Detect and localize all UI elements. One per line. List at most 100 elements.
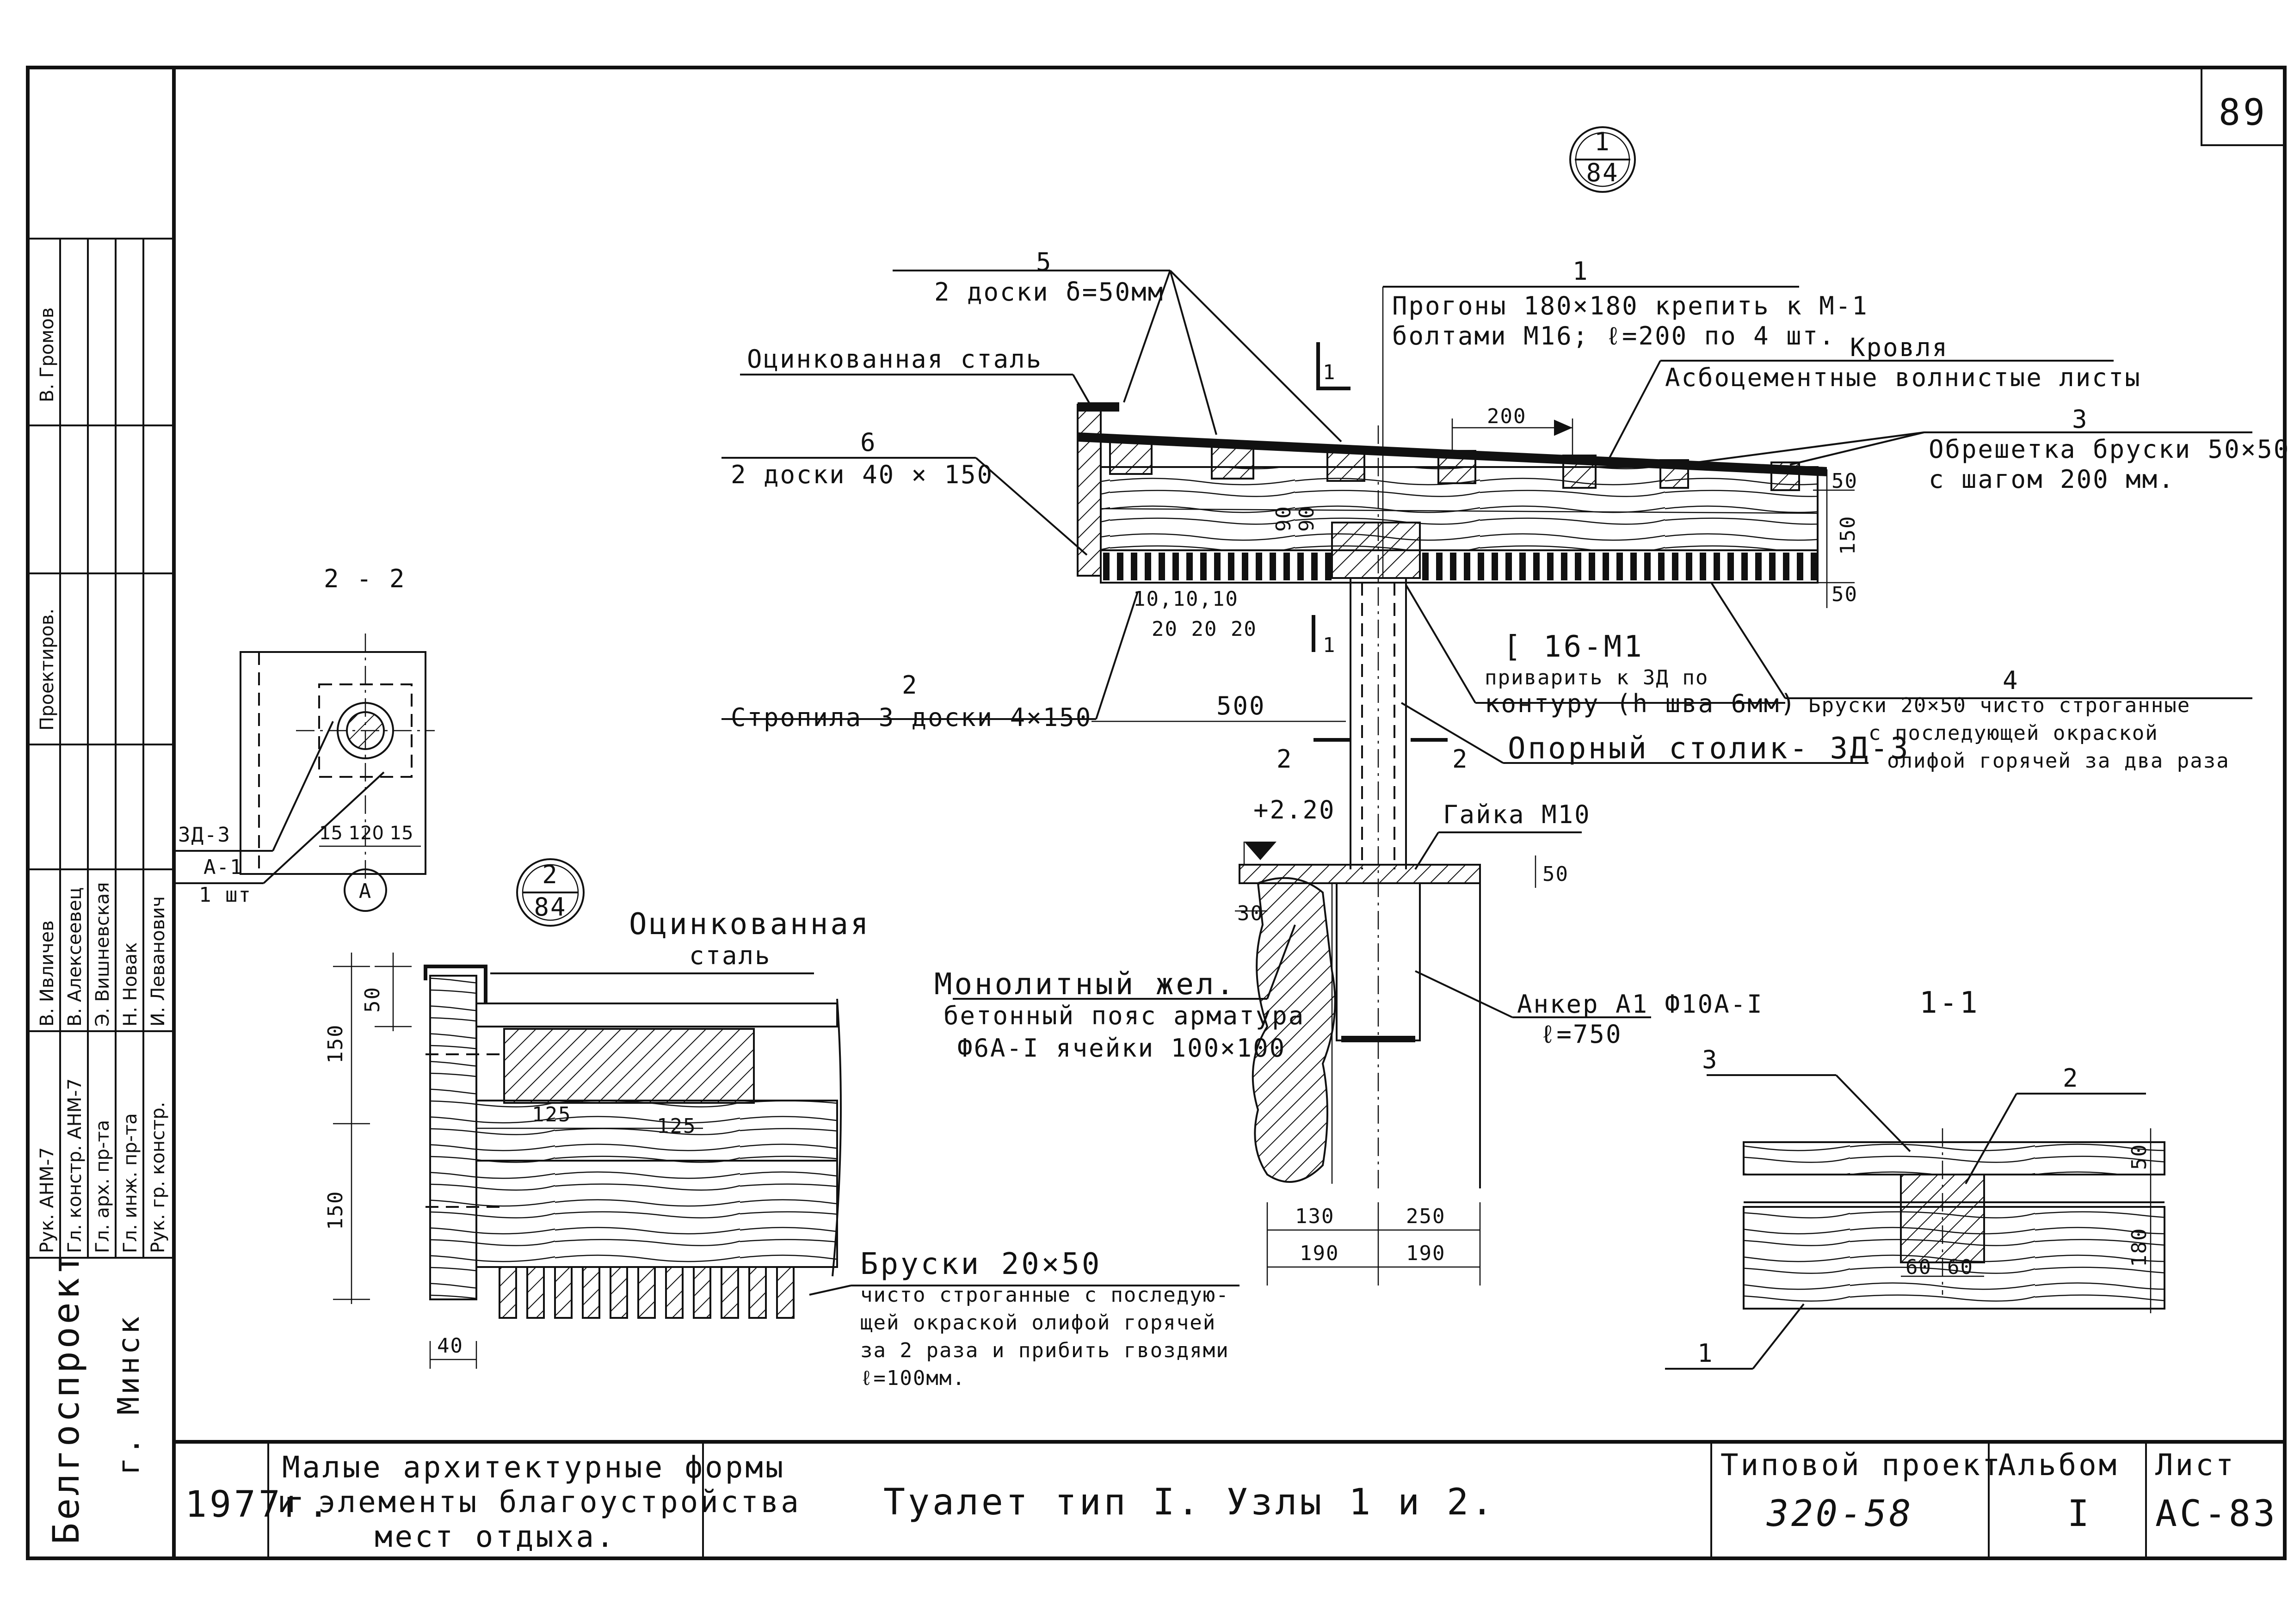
roof-title: Кровля <box>1850 333 1949 362</box>
section-1-1-detail <box>1665 1074 2165 1370</box>
node2-dim-125-b: 125 <box>657 1114 696 1138</box>
callout-4-text-a: Бруски 20×50 чисто строганные <box>1808 694 2190 717</box>
finish-strip <box>1741 553 1748 580</box>
stamp-name-5: И. Леванович <box>148 896 169 1027</box>
dim-200: 200 <box>1487 405 1526 428</box>
stamp-designed-role: Проектиров. <box>37 609 58 731</box>
node1-marker-num: 1 <box>1594 127 1611 156</box>
section-2-2-zd3: ЗД-3 <box>178 823 231 847</box>
finish-bar <box>554 1266 573 1319</box>
belt-text-a: Монолитный жел. <box>934 967 1236 1002</box>
finish-strip <box>1478 553 1484 580</box>
stamp-role-3: Гл. арх. пр-та <box>92 1120 113 1253</box>
section-2-2-title: 2 - 2 <box>324 564 406 593</box>
section-2-2-qty: 1 шт <box>199 883 252 907</box>
stamp-city: г. Минск <box>112 1314 146 1475</box>
dim-130: 130 <box>1295 1205 1334 1228</box>
section-mark-1-top: 1 <box>1323 361 1336 384</box>
callout-3-num: 3 <box>2072 405 2089 434</box>
section-1-1-dim-50: 50 <box>2128 1144 2151 1170</box>
stamp-role-4: Гл. инж. пр-та <box>120 1113 141 1253</box>
title-series-line-2: и элементы благоустройства <box>278 1485 801 1519</box>
belt-text-b: бетонный пояс арматура <box>944 1001 1305 1030</box>
callout-1-num: 1 <box>1572 257 1589 286</box>
dim-150: 150 <box>1836 516 1860 555</box>
node2-dim-50: 50 <box>361 986 384 1013</box>
finish-bar <box>582 1266 600 1319</box>
finish-bar <box>776 1266 795 1319</box>
support-table-label: Опорный столик- ЗД-3 <box>1508 732 1911 766</box>
finish-strip <box>1644 553 1651 580</box>
section-1-1-num-2: 2 <box>2063 1064 2079 1093</box>
dim-50-top: 50 <box>1832 469 1858 493</box>
node2-bars-line-c: за 2 раза и прибить гвоздями <box>860 1339 1229 1362</box>
stamp-organization: Белгоспроект <box>46 1250 87 1544</box>
title-series-line-3: мест отдыха. <box>375 1520 616 1554</box>
finish-strip <box>1159 553 1165 580</box>
finish-bar <box>610 1266 628 1319</box>
finish-strip <box>1131 553 1137 580</box>
finish-strip <box>1561 553 1567 580</box>
finish-strip <box>1700 553 1706 580</box>
finish-strip <box>1256 553 1262 580</box>
finish-strip <box>1755 553 1762 580</box>
dim-20-20-20: 20 20 20 <box>1152 617 1257 641</box>
finish-strip <box>1200 553 1207 580</box>
node2-galv-b: сталь <box>689 941 771 970</box>
finish-strip <box>1297 553 1304 580</box>
finish-strip <box>1242 553 1248 580</box>
finish-bar <box>665 1266 684 1319</box>
section-2-2-detail <box>176 634 435 912</box>
finish-strip <box>1117 553 1123 580</box>
callout-4-text-b: с последующей окраской <box>1868 721 2158 745</box>
finish-strip <box>1436 553 1443 580</box>
node2-bars-line-d: ℓ=100мм. <box>860 1366 966 1390</box>
stamp-name-4: Н. Новак <box>120 942 141 1027</box>
node1-marker-sheet: 84 <box>1586 158 1619 187</box>
channel-text-a: приварить к ЗД по <box>1485 666 1708 689</box>
finish-strip <box>1172 553 1179 580</box>
belt-text-c: Ф6А-I ячейки 100×100 <box>957 1033 1286 1063</box>
channel-title: [ 16-М1 <box>1503 630 1644 664</box>
callout-5-text: 2 доски δ=50мм <box>934 277 1164 307</box>
section-1-1-dim-60-a: 60 <box>1906 1255 1932 1279</box>
node2-dim-125-a: 125 <box>532 1103 571 1126</box>
callout-3-text-a: Обрешетка бруски 50×50 <box>1929 435 2290 464</box>
finish-bar <box>637 1266 656 1319</box>
sheet-number: 89 <box>2219 92 2268 134</box>
finish-strip <box>1769 553 1776 580</box>
finish-strip <box>1519 553 1526 580</box>
sheet-label: Лист <box>2155 1448 2236 1483</box>
finish-strip <box>1103 553 1110 580</box>
anchor-text-b: ℓ=750 <box>1540 1020 1622 1049</box>
finish-strip <box>1283 553 1290 580</box>
dim-190-right: 190 <box>1406 1242 1445 1265</box>
finish-strip <box>1783 553 1789 580</box>
stamp-role-5: Рук. гр. констр. <box>148 1102 169 1253</box>
node2-marker-sheet: 84 <box>534 892 567 922</box>
axis-a-marker: A <box>359 880 372 903</box>
finish-strip <box>1464 553 1470 580</box>
stamp-designed-name: В. Громов <box>37 308 58 402</box>
node2-marker-num: 2 <box>542 860 559 889</box>
node2-dim-40: 40 <box>437 1334 463 1358</box>
title-year: 1977г. <box>185 1484 332 1526</box>
section-1-1-num-3: 3 <box>1702 1045 1719 1074</box>
dim-50-bottom: 50 <box>1832 583 1858 606</box>
finish-strip <box>1325 553 1332 580</box>
finish-strip <box>1575 553 1581 580</box>
dim-90-a: 90 <box>1272 505 1295 532</box>
finish-strip <box>1214 553 1221 580</box>
callout-1-text-a: Прогоны 180×180 крепить к М-1 <box>1392 291 1868 320</box>
dim-250: 250 <box>1406 1205 1445 1228</box>
album-label: Альбом <box>1998 1448 2119 1483</box>
finish-bar <box>499 1266 517 1319</box>
finish-strip <box>1186 553 1193 580</box>
callout-2-num: 2 <box>902 671 919 700</box>
section-1-1-dim-180: 180 <box>2128 1228 2151 1267</box>
node-2-detail <box>333 858 1240 1369</box>
section-mark-1-bottom: 1 <box>1323 634 1336 657</box>
stamp-name-3: Э. Вишневская <box>92 882 113 1027</box>
